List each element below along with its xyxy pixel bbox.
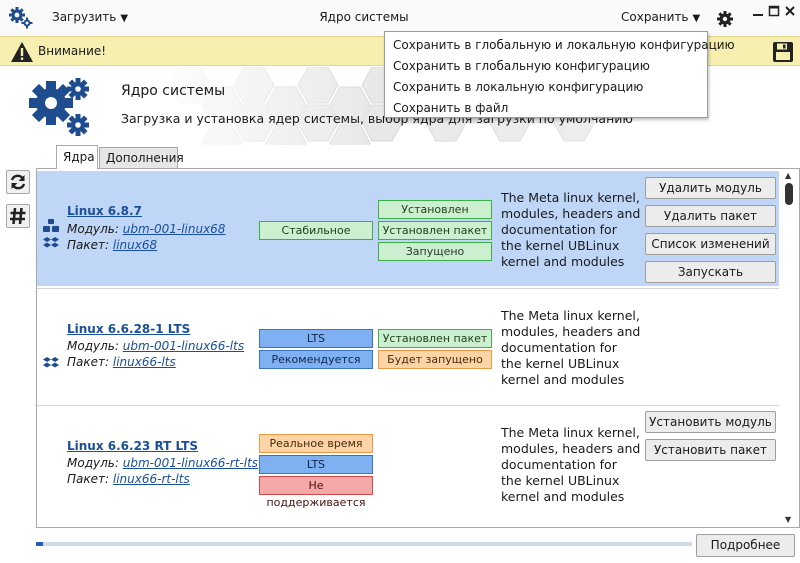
modules-icon [43, 219, 59, 232]
package-icons [43, 219, 59, 253]
module-label: Модуль: [67, 222, 119, 236]
package-box-icon [43, 237, 59, 248]
package-link[interactable]: linux66-rt-lts [112, 472, 190, 486]
kernel-description: The Meta linux kernel, modules, headers … [501, 308, 641, 387]
module-link[interactable]: ubm-001-linux66-lts [122, 339, 245, 353]
save-menu-button[interactable]: Сохранить▼ [621, 10, 700, 24]
scroll-up-icon[interactable]: ▲ [785, 171, 792, 180]
status-badge: Установлен пакет [378, 221, 492, 240]
window-title: Ядро системы [319, 10, 409, 24]
menu-item-save-global-local[interactable]: Сохранить в глобальную и локальную конфи… [393, 38, 735, 52]
remove-package-button[interactable]: Удалить пакет [645, 205, 776, 227]
page-title: Ядро системы [121, 83, 226, 99]
package-box-icon [43, 357, 59, 368]
module-link[interactable]: ubm-001-linux68 [122, 222, 226, 236]
progress-bar [36, 542, 692, 546]
warning-icon [11, 42, 33, 62]
details-button[interactable]: Подробнее [696, 534, 795, 557]
kernel-module-line: Модуль: ubm-001-linux68 [67, 222, 225, 236]
save-menu-label: Сохранить [621, 10, 689, 24]
minimize-icon[interactable] [752, 4, 764, 18]
remove-module-button[interactable]: Удалить модуль [645, 177, 776, 199]
status-badge: Стабильное [259, 221, 373, 240]
package-label: Пакет: [67, 472, 110, 486]
scroll-thumb[interactable] [785, 183, 793, 205]
kernel-name-link[interactable]: Linux 6.6.23 RT LTS [67, 439, 199, 453]
maximize-icon[interactable] [768, 4, 780, 18]
hash-button[interactable] [6, 204, 30, 228]
status-badge: Будет запущено [378, 350, 492, 369]
module-link[interactable]: ubm-001-linux66-rt-lts [122, 456, 259, 470]
menu-item-save-file[interactable]: Сохранить в файл [393, 101, 509, 115]
chevron-down-icon: ▼ [692, 13, 701, 24]
load-menu-button[interactable]: Загрузить▼ [52, 10, 128, 24]
save-config-icon[interactable] [772, 41, 794, 63]
package-link[interactable]: linux68 [112, 238, 158, 252]
header-bar: Загрузить▼ Ядро системы Сохранить▼ [0, 0, 800, 36]
hash-icon [10, 207, 26, 225]
kernel-description: The Meta linux kernel, modules, headers … [501, 190, 641, 269]
progress-fill [36, 542, 43, 546]
close-icon[interactable] [784, 4, 796, 18]
boot-button[interactable]: Запускать [645, 261, 776, 283]
changelog-button[interactable]: Список изменений [645, 233, 776, 255]
status-badge: Установлен модуль [378, 200, 492, 233]
gear-icon[interactable] [716, 10, 734, 28]
kernel-package-line: Пакет: linux66-lts [67, 355, 176, 369]
kernel-list-panel: Linux 6.8.7 Модуль: ubm-001-linux68 Паке… [36, 168, 800, 528]
refresh-icon [10, 174, 26, 190]
load-menu-label: Загрузить [52, 10, 117, 24]
kernel-row[interactable]: Linux 6.6.28-1 LTS Модуль: ubm-001-linux… [37, 288, 779, 403]
tab-kernels[interactable]: Ядра [56, 145, 98, 169]
kernel-description: The Meta linux kernel, modules, headers … [501, 425, 641, 504]
status-badge: Не поддерживается [259, 476, 373, 509]
menu-item-save-local[interactable]: Сохранить в локальную конфигурацию [393, 80, 644, 94]
kernel-module-line: Модуль: ubm-001-linux66-lts [67, 339, 244, 353]
status-badge: Запущено [378, 242, 492, 261]
chevron-down-icon: ▼ [120, 13, 129, 24]
package-label: Пакет: [67, 355, 110, 369]
status-badge: Реальное время [259, 434, 373, 453]
module-label: Модуль: [67, 339, 119, 353]
window-controls [752, 4, 798, 20]
kernel-module-line: Модуль: ubm-001-linux66-rt-lts [67, 456, 258, 470]
warning-text: Внимание! [38, 44, 107, 58]
kernel-package-line: Пакет: linux68 [67, 238, 157, 252]
package-label: Пакет: [67, 238, 110, 252]
menu-item-save-global[interactable]: Сохранить в глобальную конфигурацию [393, 59, 650, 73]
install-package-button[interactable]: Установить пакет [645, 439, 776, 461]
install-module-button[interactable]: Установить модуль [645, 411, 776, 433]
status-badge: LTS [259, 455, 373, 474]
scroll-down-icon[interactable]: ▼ [785, 515, 792, 524]
kernel-name-link[interactable]: Linux 6.6.28-1 LTS [67, 322, 191, 336]
status-badge: Рекомендуется [259, 350, 373, 369]
save-dropdown-menu: Сохранить в глобальную и локальную конфи… [384, 31, 735, 118]
kernel-row[interactable]: Linux 6.8.7 Модуль: ubm-001-linux68 Паке… [37, 171, 779, 286]
tab-additions[interactable]: Дополнения [99, 147, 184, 169]
kernel-package-line: Пакет: linux66-rt-lts [67, 472, 190, 486]
gears-icon [9, 7, 33, 29]
module-label: Модуль: [67, 456, 119, 470]
refresh-button[interactable] [6, 170, 30, 194]
package-link[interactable]: linux66-lts [112, 355, 176, 369]
package-icons [43, 356, 59, 373]
kernel-gears-icon [29, 78, 89, 136]
kernel-row[interactable]: Linux 6.6.23 RT LTS Модуль: ubm-001-linu… [37, 405, 779, 527]
status-badge: LTS [259, 329, 373, 348]
status-badge: Установлен пакет [378, 329, 492, 348]
list-scrollbar[interactable]: ▲ ▼ [781, 169, 799, 527]
kernel-name-link[interactable]: Linux 6.8.7 [67, 204, 142, 218]
